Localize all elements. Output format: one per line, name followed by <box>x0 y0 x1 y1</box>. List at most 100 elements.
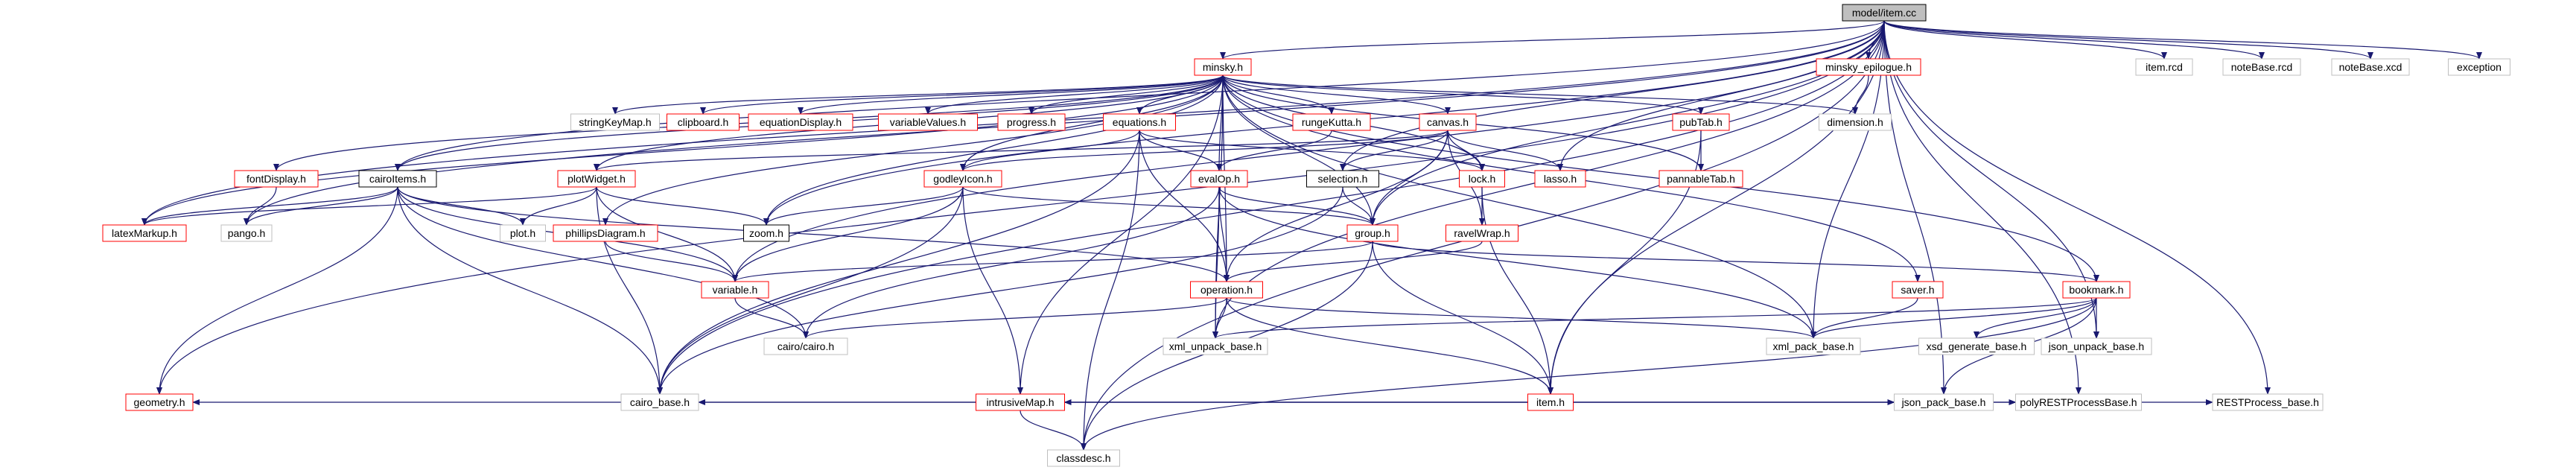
node-canvas[interactable]: canvas.h <box>1419 113 1477 131</box>
node-equations[interactable]: equations.h <box>1103 113 1176 131</box>
node-stringKeyMap[interactable]: stringKeyMap.h <box>570 113 660 131</box>
node-operation[interactable]: operation.h <box>1190 281 1263 299</box>
node-box-progress[interactable] <box>997 113 1066 131</box>
node-box-selection[interactable] <box>1306 170 1379 188</box>
node-progress[interactable]: progress.h <box>997 113 1066 131</box>
node-intrusiveMap[interactable]: intrusiveMap.h <box>976 393 1065 411</box>
node-noteBase_xcd[interactable]: noteBase.xcd <box>2331 58 2410 76</box>
node-box-evalOp[interactable] <box>1190 170 1248 188</box>
node-lock[interactable]: lock.h <box>1459 170 1505 188</box>
node-box-variable[interactable] <box>701 281 769 299</box>
node-box-dimension[interactable] <box>1819 113 1892 131</box>
node-selection[interactable]: selection.h <box>1306 170 1379 188</box>
node-box-saver[interactable] <box>1892 281 1944 299</box>
node-box-polyRESTProcessBase[interactable] <box>2015 393 2142 411</box>
node-box-cairoItems[interactable] <box>358 170 437 188</box>
node-root[interactable]: model/item.cc <box>1842 4 1927 22</box>
node-group[interactable]: group.h <box>1346 224 1399 242</box>
node-box-minsky_epilogue[interactable] <box>1816 58 1921 76</box>
node-classdesc[interactable]: classdesc.h <box>1047 449 1120 467</box>
node-minsky[interactable]: minsky.h <box>1194 58 1252 76</box>
node-ravelWrap[interactable]: ravelWrap.h <box>1446 224 1518 242</box>
node-json_pack_base[interactable]: json_pack_base.h <box>1894 393 1994 411</box>
node-fontDisplay[interactable]: fontDisplay.h <box>234 170 319 188</box>
node-latexMarkup[interactable]: latexMarkup.h <box>102 224 187 242</box>
node-box-bookmark[interactable] <box>2062 281 2131 299</box>
node-pango[interactable]: pango.h <box>220 224 273 242</box>
node-box-equationDisplay[interactable] <box>748 113 853 131</box>
node-item_rcd[interactable]: item.rcd <box>2135 58 2193 76</box>
node-box-pannableTab[interactable] <box>1659 170 1743 188</box>
node-box-operation[interactable] <box>1190 281 1263 299</box>
node-polyRESTProcessBase[interactable]: polyRESTProcessBase.h <box>2015 393 2142 411</box>
node-rungeKutta[interactable]: rungeKutta.h <box>1292 113 1371 131</box>
node-box-rungeKutta[interactable] <box>1292 113 1371 131</box>
node-box-classdesc[interactable] <box>1047 449 1120 467</box>
node-saver[interactable]: saver.h <box>1892 281 1944 299</box>
node-box-plotWidget[interactable] <box>557 170 636 188</box>
node-box-phillipsDiagram[interactable] <box>553 224 658 242</box>
node-box-plot[interactable] <box>500 224 546 242</box>
node-pannableTab[interactable]: pannableTab.h <box>1659 170 1743 188</box>
node-box-noteBase_rcd[interactable] <box>2222 58 2301 76</box>
node-box-lock[interactable] <box>1459 170 1505 188</box>
node-noteBase_rcd[interactable]: noteBase.rcd <box>2222 58 2301 76</box>
node-box-ravelWrap[interactable] <box>1446 224 1518 242</box>
node-box-latexMarkup[interactable] <box>102 224 187 242</box>
node-equationDisplay[interactable]: equationDisplay.h <box>748 113 853 131</box>
node-json_unpack_base[interactable]: json_unpack_base.h <box>2041 337 2152 355</box>
node-pubTab[interactable]: pubTab.h <box>1672 113 1730 131</box>
node-cairoItems[interactable]: cairoItems.h <box>358 170 437 188</box>
node-clipboard[interactable]: clipboard.h <box>667 113 740 131</box>
node-box-godleyIcon[interactable] <box>923 170 1002 188</box>
node-godleyIcon[interactable]: godleyIcon.h <box>923 170 1002 188</box>
node-box-RESTProcess_base[interactable] <box>2212 393 2324 411</box>
node-exception[interactable]: exception <box>2448 58 2510 76</box>
node-box-fontDisplay[interactable] <box>234 170 319 188</box>
node-box-item[interactable] <box>1527 393 1574 411</box>
node-box-xml_unpack_base[interactable] <box>1163 337 1268 355</box>
node-box-json_pack_base[interactable] <box>1894 393 1994 411</box>
node-box-canvas[interactable] <box>1419 113 1477 131</box>
node-evalOp[interactable]: evalOp.h <box>1190 170 1248 188</box>
node-box-xml_pack_base[interactable] <box>1766 337 1861 355</box>
node-box-root[interactable] <box>1842 4 1927 22</box>
node-box-stringKeyMap[interactable] <box>570 113 660 131</box>
node-xsd_generate_base[interactable]: xsd_generate_base.h <box>1918 337 2035 355</box>
node-minsky_epilogue[interactable]: minsky_epilogue.h <box>1816 58 1921 76</box>
node-plot[interactable]: plot.h <box>500 224 546 242</box>
node-box-zoom[interactable] <box>743 224 789 242</box>
node-lasso[interactable]: lasso.h <box>1534 170 1586 188</box>
node-box-geometry[interactable] <box>125 393 194 411</box>
node-RESTProcess_base[interactable]: RESTProcess_base.h <box>2212 393 2324 411</box>
node-cairo_base[interactable]: cairo_base.h <box>620 393 699 411</box>
node-box-item_rcd[interactable] <box>2135 58 2193 76</box>
node-box-group[interactable] <box>1346 224 1399 242</box>
node-box-xsd_generate_base[interactable] <box>1918 337 2035 355</box>
node-cairo[interactable]: cairo/cairo.h <box>763 337 848 355</box>
node-zoom[interactable]: zoom.h <box>743 224 789 242</box>
node-bookmark[interactable]: bookmark.h <box>2062 281 2131 299</box>
node-geometry[interactable]: geometry.h <box>125 393 194 411</box>
node-box-clipboard[interactable] <box>667 113 740 131</box>
node-dimension[interactable]: dimension.h <box>1819 113 1892 131</box>
node-box-json_unpack_base[interactable] <box>2041 337 2152 355</box>
node-box-intrusiveMap[interactable] <box>976 393 1065 411</box>
node-box-exception[interactable] <box>2448 58 2510 76</box>
node-box-variableValues[interactable] <box>878 113 978 131</box>
node-plotWidget[interactable]: plotWidget.h <box>557 170 636 188</box>
node-box-minsky[interactable] <box>1194 58 1252 76</box>
node-box-equations[interactable] <box>1103 113 1176 131</box>
node-box-cairo[interactable] <box>763 337 848 355</box>
node-phillipsDiagram[interactable]: phillipsDiagram.h <box>553 224 658 242</box>
node-xml_unpack_base[interactable]: xml_unpack_base.h <box>1163 337 1268 355</box>
node-variableValues[interactable]: variableValues.h <box>878 113 978 131</box>
node-item[interactable]: item.h <box>1527 393 1574 411</box>
node-box-pubTab[interactable] <box>1672 113 1730 131</box>
node-box-lasso[interactable] <box>1534 170 1586 188</box>
node-box-cairo_base[interactable] <box>620 393 699 411</box>
node-xml_pack_base[interactable]: xml_pack_base.h <box>1766 337 1861 355</box>
node-box-noteBase_xcd[interactable] <box>2331 58 2410 76</box>
node-variable[interactable]: variable.h <box>701 281 769 299</box>
node-box-pango[interactable] <box>220 224 273 242</box>
